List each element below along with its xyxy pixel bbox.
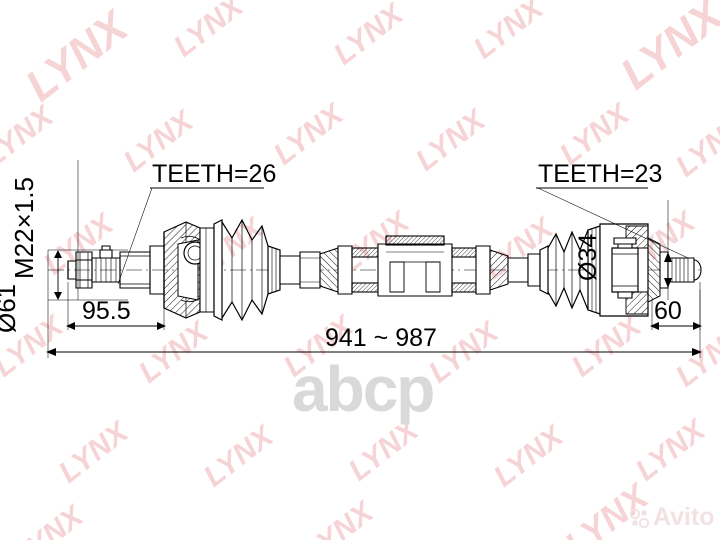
left-intermediate-shaft — [279, 251, 321, 289]
label-teeth-right: TEETH=23 — [538, 160, 663, 188]
left-boot-bellows — [213, 218, 281, 322]
dim-diameter-34 — [664, 252, 672, 288]
right-tripod-joint — [599, 223, 661, 317]
right-boot-bellows — [539, 225, 601, 315]
label-length-60: 60 — [654, 297, 682, 325]
avito-watermark: Avito — [630, 503, 715, 532]
left-threaded-stub — [67, 245, 121, 289]
avito-dots-icon — [630, 508, 650, 528]
right-intermediate-shaft — [507, 253, 541, 287]
dim-diameter-61 — [54, 250, 62, 300]
label-diameter-34: Ø34 — [574, 233, 602, 281]
dim-length-60 — [650, 322, 702, 330]
left-cv-joint — [163, 221, 215, 319]
label-length-total: 941 ~ 987 — [325, 324, 437, 352]
label-teeth-left: TEETH=26 — [152, 160, 277, 188]
label-length-95-5: 95.5 — [82, 297, 131, 325]
dim-length-total — [46, 348, 702, 356]
dim-length-95-5 — [66, 322, 166, 330]
abcp-watermark: abcp — [292, 353, 435, 425]
center-damper-assembly — [319, 235, 509, 297]
avito-wordmark: Avito — [653, 503, 715, 531]
label-diameter-61: Ø61 — [0, 283, 21, 333]
label-thread-spec: M22×1.5 — [9, 177, 39, 279]
